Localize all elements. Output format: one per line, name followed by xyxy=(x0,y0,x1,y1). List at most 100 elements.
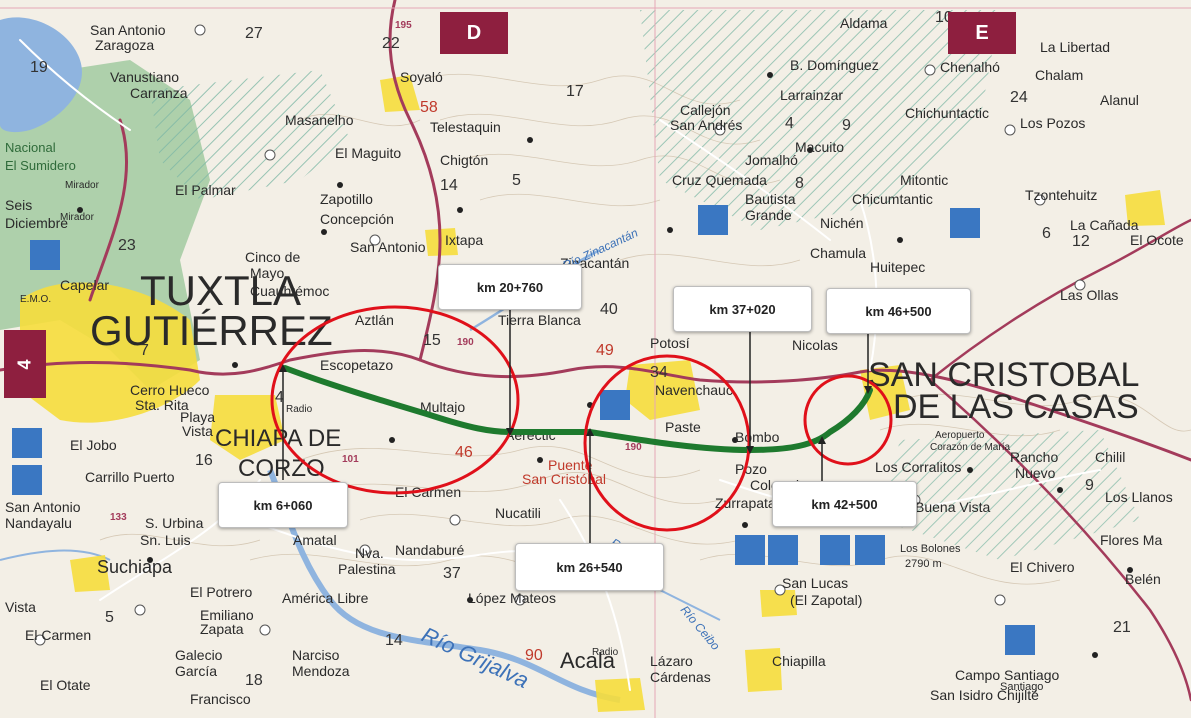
map-label: Santiago xyxy=(1000,681,1043,693)
map-label: 21 xyxy=(1113,619,1131,636)
map-label: San Andrés xyxy=(670,117,742,133)
grid-column-e-label: E xyxy=(975,21,989,44)
map-label: Chiapilla xyxy=(772,653,826,669)
map-label: San Cristóbal xyxy=(522,471,606,487)
urban-chiapa xyxy=(210,395,285,460)
map-label: Nandaburé xyxy=(395,542,464,558)
callout-km-20-760-label: km 20+760 xyxy=(476,279,544,295)
map-label: Narciso xyxy=(292,647,340,663)
callout-km-42-500-label: km 42+500 xyxy=(811,496,878,512)
map-label: 6 xyxy=(1042,225,1051,242)
map-label: Los Corralitos xyxy=(875,459,961,475)
service-icons xyxy=(12,205,1035,655)
map-label: San Lucas xyxy=(782,575,848,591)
map-label: El Potrero xyxy=(190,584,252,600)
map-label: Cárdenas xyxy=(650,669,711,685)
callout-km-46-500: km 46+500 xyxy=(826,288,971,334)
map-label: Vista xyxy=(5,599,36,615)
reservoir-water xyxy=(0,17,82,133)
callout-leaders xyxy=(282,300,869,545)
map-label: 15 xyxy=(423,332,441,349)
map-label: Chigtón xyxy=(440,152,488,168)
map-label: La Libertad xyxy=(1040,39,1110,55)
map-label: Macuito xyxy=(795,139,844,155)
map-label: Zapotillo xyxy=(320,191,373,207)
map-label: 190 xyxy=(457,337,474,348)
urban-chiapilla xyxy=(745,648,782,692)
river-grijalva xyxy=(267,468,621,703)
map-label: San Isidro Chijilté xyxy=(930,687,1039,703)
map-label: 37 xyxy=(443,565,461,582)
map-label: El Jobo xyxy=(70,437,117,453)
map-label: Zapata xyxy=(200,621,244,637)
map-label: Rancho xyxy=(1010,449,1058,465)
map-label: Los Bolones xyxy=(900,543,961,555)
callout-km-6-060-label: km 6+060 xyxy=(253,497,313,513)
highlight-circles xyxy=(270,305,893,532)
map-label: Emiliano xyxy=(200,607,254,623)
map-label: Mendoza xyxy=(292,663,350,679)
locality-dots xyxy=(77,72,1133,658)
map-label: El Carmen xyxy=(25,627,91,643)
map-label: Soyaló xyxy=(400,69,443,85)
map-label: Nuevo xyxy=(1015,465,1056,481)
map-label: Tzontehuitz xyxy=(1025,187,1097,203)
map-label: Telestaquin xyxy=(430,119,501,135)
map-label: Seis xyxy=(5,197,32,213)
map-label: 40 xyxy=(600,301,618,318)
city-label-san-cristobal: SAN CRISTOBAL xyxy=(868,356,1139,394)
map-label: Radio xyxy=(286,404,313,415)
map-label: 12 xyxy=(1072,233,1090,250)
map-label: Chamula xyxy=(810,245,866,261)
map-label: Navenchauc xyxy=(655,382,733,398)
map-label: Nandayalu xyxy=(5,515,72,531)
urban-suchiapa xyxy=(70,555,110,592)
protected-area-hatch-west xyxy=(150,70,350,200)
map-label: 133 xyxy=(110,512,127,523)
map-label: Masanelho xyxy=(285,112,354,128)
map-label: Zurrapata xyxy=(715,495,776,511)
map-label: 195 xyxy=(395,20,412,31)
map-label: El Ocote xyxy=(1130,232,1184,248)
grid-column-e: E xyxy=(948,12,1016,54)
map-label: Concepción xyxy=(320,211,394,227)
city-label-tuxtla: TUXTLA xyxy=(140,267,301,314)
urban-ixtapa xyxy=(425,228,458,256)
urban-san-lucas xyxy=(760,590,797,617)
map-label: Chichuntactic xyxy=(905,105,989,121)
map-label: 24 xyxy=(1010,89,1028,106)
callout-km-26-540: km 26+540 xyxy=(515,543,664,591)
map-label: 4 xyxy=(785,115,794,132)
map-label: 17 xyxy=(566,83,584,100)
map-label: El Otate xyxy=(40,677,91,693)
map-label: Callejón xyxy=(680,102,731,118)
map-label: Escopetazo xyxy=(320,357,393,373)
map-label: 14 xyxy=(385,632,403,649)
map-label: 190 xyxy=(625,442,642,453)
map-label: 2790 m xyxy=(905,558,942,570)
map-label: Potosí xyxy=(650,335,690,351)
map-label: 5 xyxy=(105,609,114,626)
map-label: Palestina xyxy=(338,561,396,577)
grid-row-4-label: 4 xyxy=(14,358,35,370)
map-label: Huitepec xyxy=(870,259,925,275)
map-label: 16 xyxy=(195,452,213,469)
map-label: Cinco de xyxy=(245,249,300,265)
map-label: Flores Ma xyxy=(1100,532,1162,548)
urban-san-cristobal xyxy=(860,365,910,420)
map-label: Diciembre xyxy=(5,215,68,231)
map-label: América Libre xyxy=(282,590,369,606)
map-label: S. Urbina xyxy=(145,515,204,531)
map-label: Mitontic xyxy=(900,172,948,188)
map-label: Chalam xyxy=(1035,67,1083,83)
callout-km-37-020-label: km 37+020 xyxy=(709,301,776,317)
callout-km-6-060: km 6+060 xyxy=(218,482,348,528)
map-label: Buena Vista xyxy=(915,499,990,515)
map-label: Nicolas xyxy=(792,337,838,353)
city-label-suchiapa: Suchiapa xyxy=(97,557,173,577)
map-label: 7 xyxy=(140,342,149,359)
map-label: San Antonio xyxy=(5,499,81,515)
map-label: Carranza xyxy=(130,85,188,101)
